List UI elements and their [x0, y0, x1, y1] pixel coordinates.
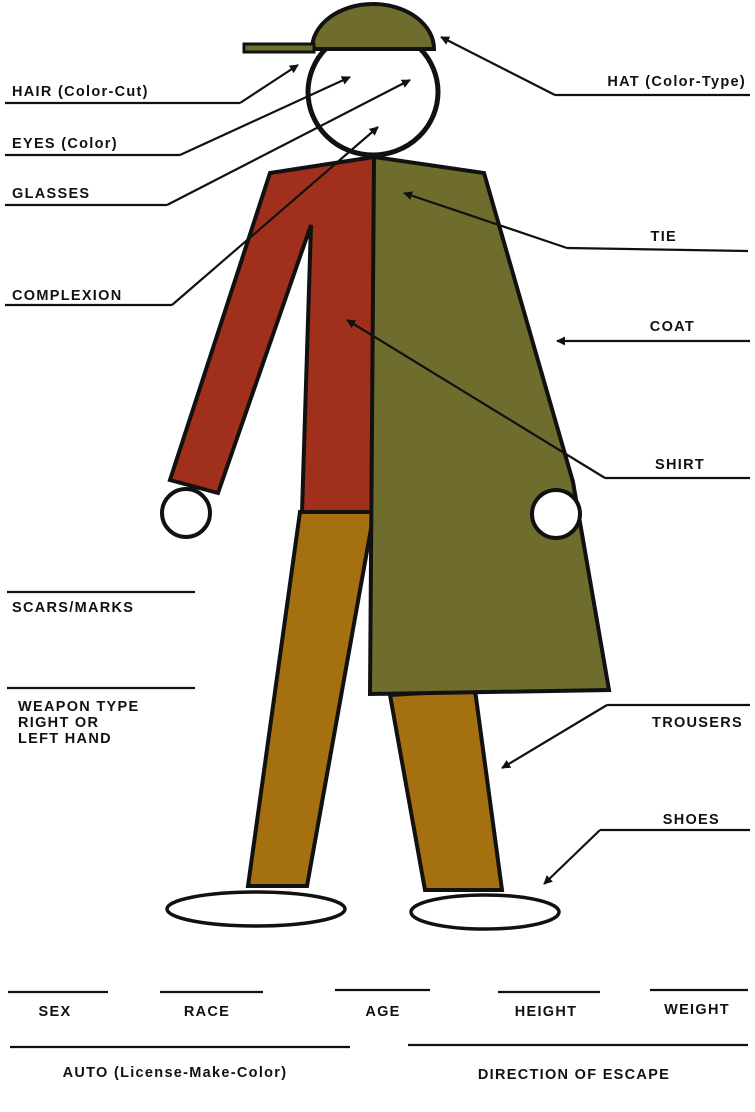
race-label: RACE — [184, 1004, 230, 1020]
eyes-label: EYES (Color) — [12, 136, 118, 152]
shirt — [170, 157, 374, 512]
hat-brim — [244, 44, 314, 52]
shirt-label: SHIRT — [655, 457, 705, 473]
trousers-right-leg — [390, 690, 502, 890]
right-hand — [532, 490, 580, 538]
sex-label: SEX — [39, 1004, 72, 1020]
glasses-label: GLASSES — [12, 186, 90, 202]
coat-label: COAT — [650, 319, 695, 335]
weapon-label-line2: RIGHT OR — [18, 715, 99, 731]
hair-label: HAIR (Color-Cut) — [12, 84, 149, 100]
hat — [312, 4, 434, 49]
shoes-label: SHOES — [663, 812, 720, 828]
auto-label: AUTO (License-Make-Color) — [63, 1065, 288, 1081]
coat — [370, 157, 609, 694]
direction-label: DIRECTION OF ESCAPE — [478, 1067, 670, 1083]
weight-label: WEIGHT — [664, 1002, 730, 1018]
hat-label: HAT (Color-Type) — [607, 74, 746, 90]
trousers-label: TROUSERS — [652, 715, 743, 731]
left-hand — [162, 489, 210, 537]
weapon-label-line3: LEFT HAND — [18, 731, 112, 747]
height-label: HEIGHT — [515, 1004, 578, 1020]
left-shoe — [167, 892, 345, 926]
figure — [162, 4, 609, 929]
trousers-left-leg — [248, 512, 374, 886]
tie-label: TIE — [651, 229, 677, 245]
right-shoe — [411, 895, 559, 929]
scars-label: SCARS/MARKS — [12, 600, 134, 616]
weapon-label-line1: WEAPON TYPE — [18, 699, 139, 715]
age-label: AGE — [365, 1004, 400, 1020]
complexion-label: COMPLEXION — [12, 288, 122, 304]
